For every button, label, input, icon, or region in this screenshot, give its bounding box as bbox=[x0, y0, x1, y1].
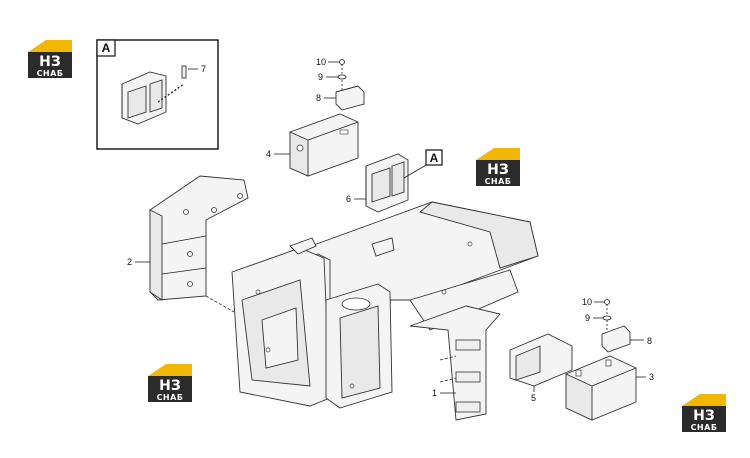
brand-logo-center: НЗ СНАБ bbox=[476, 148, 520, 186]
callout-9-top: 9 bbox=[318, 72, 323, 82]
ladder-1: 1 bbox=[409, 305, 501, 421]
callout-10-top: 10 bbox=[316, 57, 326, 67]
brand-logo-bottom-left: НЗ СНАБ bbox=[148, 364, 192, 402]
callout-7: 7 bbox=[201, 64, 206, 74]
washer-icon bbox=[337, 74, 347, 80]
logo-letters: НЗ bbox=[159, 378, 181, 394]
logo-subtitle: СНАБ bbox=[485, 177, 512, 186]
callout-8-top: 8 bbox=[316, 93, 321, 103]
bracket-5: 5 bbox=[509, 333, 573, 403]
battery-box-4: 4 bbox=[266, 113, 359, 177]
callout-5: 5 bbox=[531, 393, 536, 403]
logo-letters: НЗ bbox=[39, 54, 61, 70]
main-frame bbox=[231, 201, 539, 409]
bracket-6: 6 A bbox=[346, 149, 443, 213]
logo-subtitle: СНАБ bbox=[157, 393, 184, 402]
bolt-head-icon bbox=[339, 59, 345, 65]
callout-9-right: 9 bbox=[585, 313, 590, 323]
view-a-reference: A bbox=[430, 151, 439, 165]
callout-8-right: 8 bbox=[647, 336, 652, 346]
callout-4: 4 bbox=[266, 149, 271, 159]
detail-view-letter: A bbox=[102, 41, 111, 55]
bolt-head-icon bbox=[604, 299, 610, 305]
callout-10-right: 10 bbox=[582, 297, 592, 307]
detail-bracket bbox=[121, 65, 187, 125]
logo-subtitle: СНАБ bbox=[37, 69, 64, 78]
callout-6: 6 bbox=[346, 194, 351, 204]
detail-view-a: A 7 bbox=[96, 39, 219, 150]
battery-3: 3 bbox=[565, 355, 654, 421]
callout-2: 2 bbox=[127, 257, 132, 267]
right-hardware-group: 10 9 8 bbox=[582, 297, 652, 353]
logo-subtitle: СНАБ bbox=[691, 423, 718, 432]
washer-icon bbox=[602, 315, 612, 321]
logo-letters: НЗ bbox=[487, 162, 509, 178]
brand-logo-top-left: НЗ СНАБ bbox=[28, 40, 72, 78]
callout-3: 3 bbox=[649, 372, 654, 382]
bracket-2: 2 bbox=[127, 175, 249, 313]
top-hardware-group: 10 9 8 bbox=[316, 57, 365, 111]
brand-logo-bottom-right: НЗ СНАБ bbox=[682, 394, 726, 432]
logo-letters: НЗ bbox=[693, 408, 715, 424]
callout-1: 1 bbox=[432, 388, 437, 398]
